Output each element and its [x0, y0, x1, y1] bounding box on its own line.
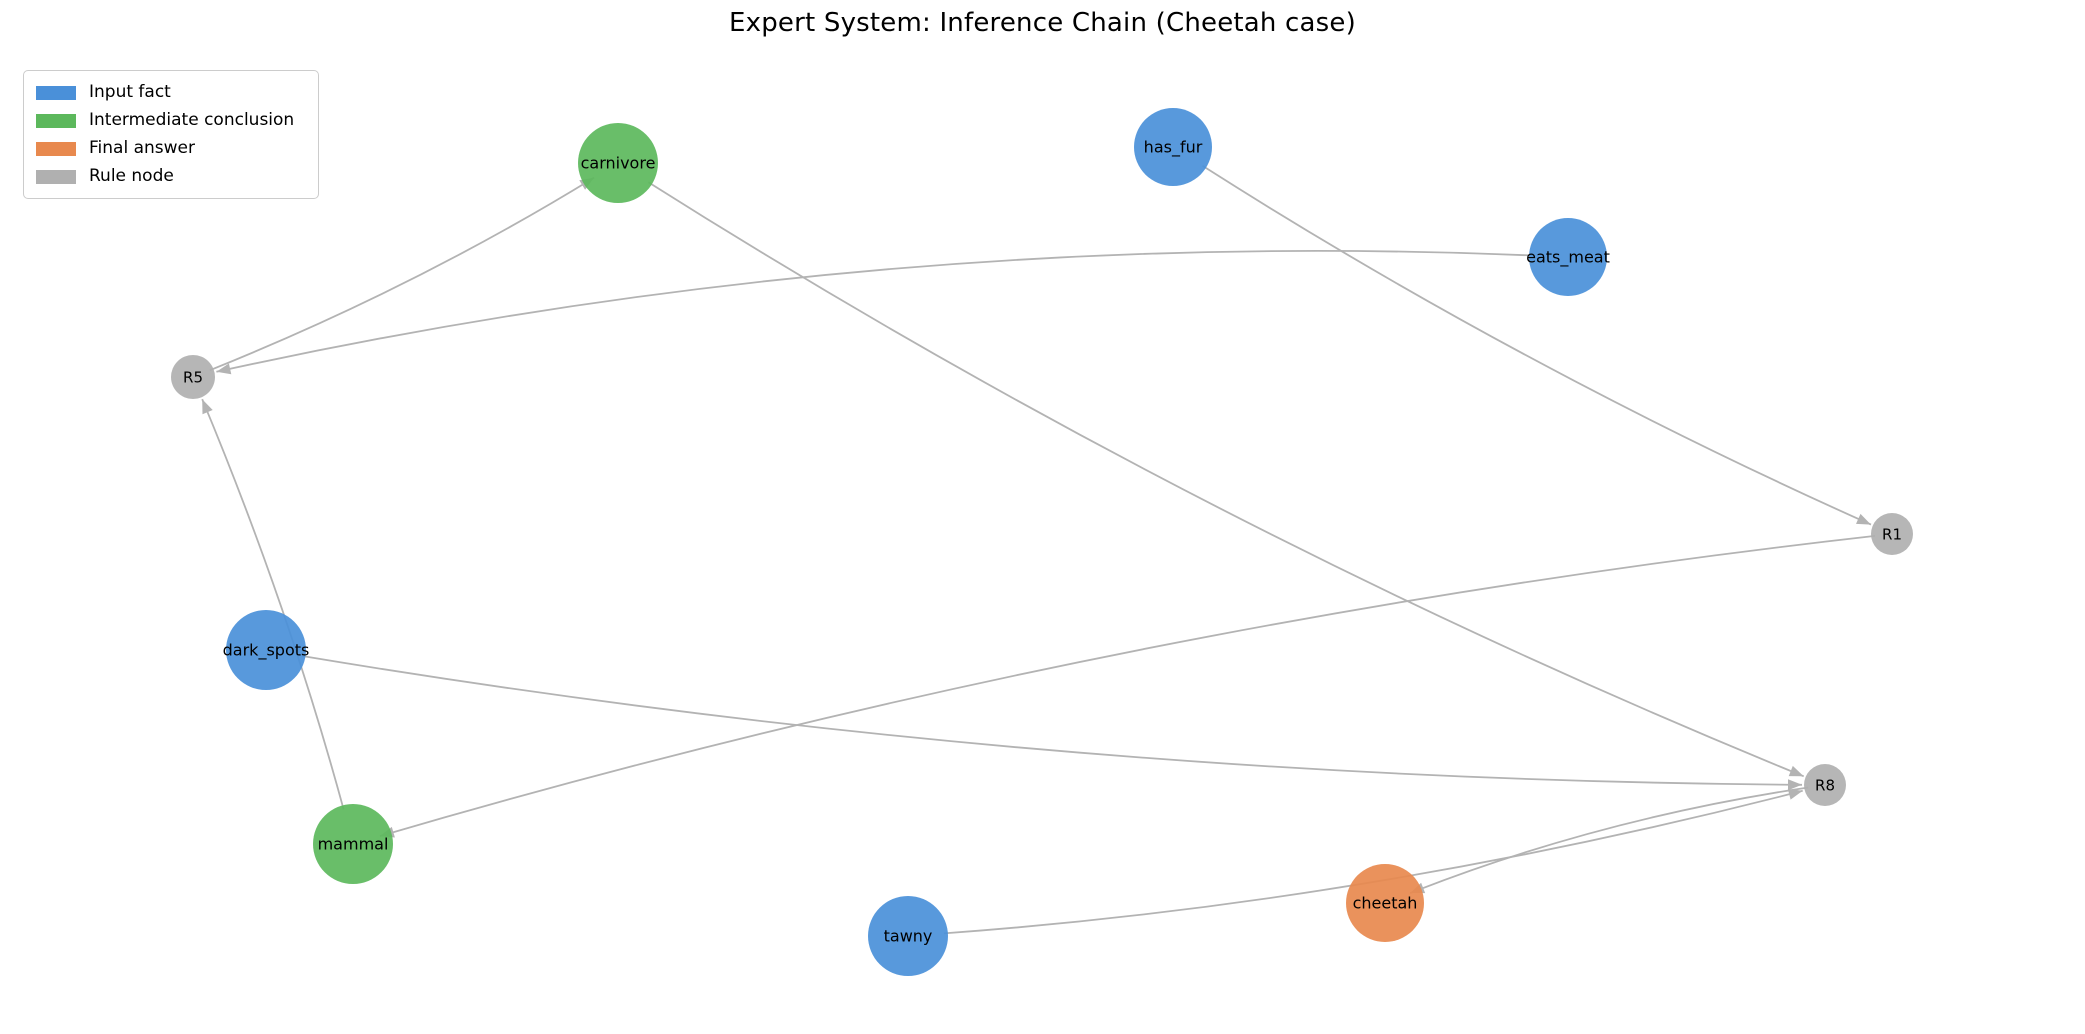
node-eats_meat: [1529, 218, 1607, 296]
legend-item: Rule node: [36, 166, 304, 187]
arrowhead-carnivore-to-R8: [1788, 765, 1804, 777]
edge-R5-to-carnivore: [209, 176, 595, 372]
node-R5: [171, 355, 215, 399]
edge-dark_spots-to-R8: [301, 655, 1803, 786]
legend-swatch-icon: [36, 169, 76, 184]
legend-item: Intermediate conclusion: [36, 110, 304, 131]
edge-has_fur-to-R1: [1202, 165, 1872, 526]
edges-layer: [201, 165, 1876, 935]
node-carnivore: [578, 123, 658, 203]
legend-item-label: Rule node: [89, 166, 174, 186]
figure-title: Expert System: Inference Chain (Cheetah …: [729, 8, 1356, 38]
edge-R8-to-cheetah: [1409, 786, 1809, 894]
node-cheetah: [1346, 864, 1424, 942]
node-R1: [1871, 513, 1913, 555]
edge-eats_meat-to-R5: [216, 249, 1534, 373]
edge-carnivore-to-R8: [647, 181, 1805, 778]
legend-item: Input fact: [36, 82, 304, 103]
arrowhead-has_fur-to-R1: [1856, 513, 1871, 525]
arrowhead-tawny-to-R8: [1787, 788, 1803, 800]
legend-swatch-icon: [36, 113, 76, 128]
legend-swatch-icon: [36, 141, 76, 156]
nodes-layer: [171, 108, 1913, 976]
legend-item: Final answer: [36, 138, 304, 159]
node-tawny: [868, 896, 948, 976]
node-R8: [1804, 764, 1846, 806]
node-has_fur: [1134, 108, 1212, 186]
legend-swatch-icon: [36, 85, 76, 100]
legend-item-label: Input fact: [89, 82, 171, 102]
node-dark_spots: [226, 610, 306, 690]
node-mammal: [313, 804, 393, 884]
arrowhead-eats_meat-to-R5: [216, 363, 232, 375]
arrowhead-mammal-to-R5: [202, 399, 213, 415]
legend-item-label: Final answer: [89, 138, 195, 158]
arrowhead-dark_spots-to-R8: [1788, 779, 1802, 791]
legend-item-label: Intermediate conclusion: [89, 110, 295, 130]
edge-mammal-to-R5: [201, 398, 345, 810]
edge-R1-to-mammal: [379, 535, 1876, 837]
